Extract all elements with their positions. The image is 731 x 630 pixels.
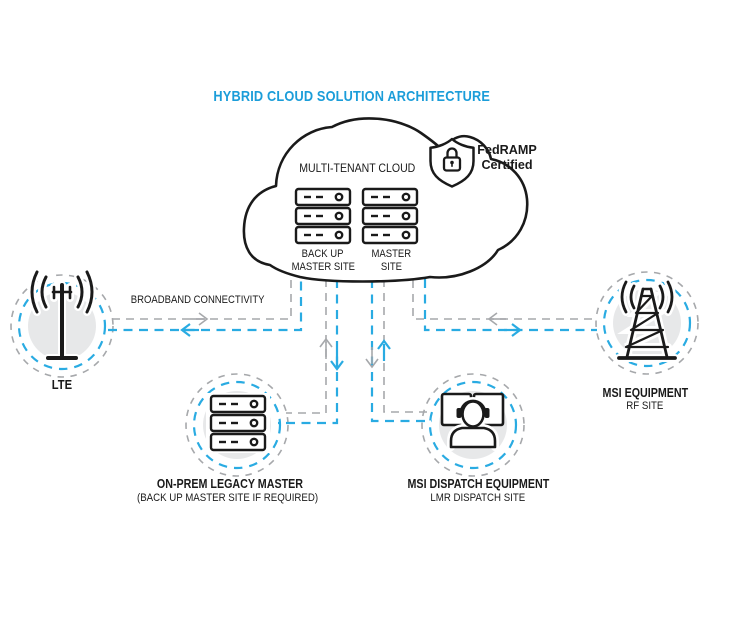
rf-label: MSI EQUIPMENT [602,386,688,400]
connector-cloud-dispatch [365,279,432,423]
cloud-backup-server-stack-icon [294,187,352,245]
arrow-toward-cloud [190,312,209,326]
page-title: HYBRID CLOUD SOLUTION ARCHITECTURE [213,88,491,105]
onprem-label: ON-PREM LEGACY MASTER [156,477,304,491]
arrow-toward-cloud [487,312,506,326]
connector-cloud-rf [412,279,597,337]
cloud-label: MULTI-TENANT CLOUD [298,161,416,175]
arrow-down-toward-onprem [330,350,344,371]
lte-label: LTE [51,377,73,392]
master-site-label: MASTER SITE [371,248,411,273]
broadband-connectivity-label: BROADBAND CONNECTIVITY [131,294,265,306]
antenna-icon [28,268,96,362]
dispatch-label: MSI DISPATCH EQUIPMENT [407,477,549,491]
shield-lock-icon [429,137,475,188]
arrow-up-toward-cloud [319,337,333,359]
rf-sublabel: RF SITE [626,400,664,412]
backup-master-site-label: BACK UP MASTER SITE [291,248,355,273]
radio-tower-icon [615,278,679,362]
connector-cloud-onprem [278,279,344,425]
connector-cloud-lte [108,278,303,337]
arrow-toward-rf [504,323,522,337]
fedramp-certified-label: FedRAMP Certified [477,143,537,172]
dispatcher-console-icon [440,392,505,451]
dispatch-sublabel: LMR DISPATCH SITE [430,492,526,504]
onprem-sublabel: (BACK UP MASTER SITE IF REQUIRED) [137,492,319,504]
arrow-toward-lte [180,323,199,337]
cloud-master-server-stack-icon [361,187,419,245]
arrow-down-toward-dispatch [365,347,379,369]
server-stack-icon [206,393,270,453]
arrow-up-toward-cloud [377,339,391,361]
